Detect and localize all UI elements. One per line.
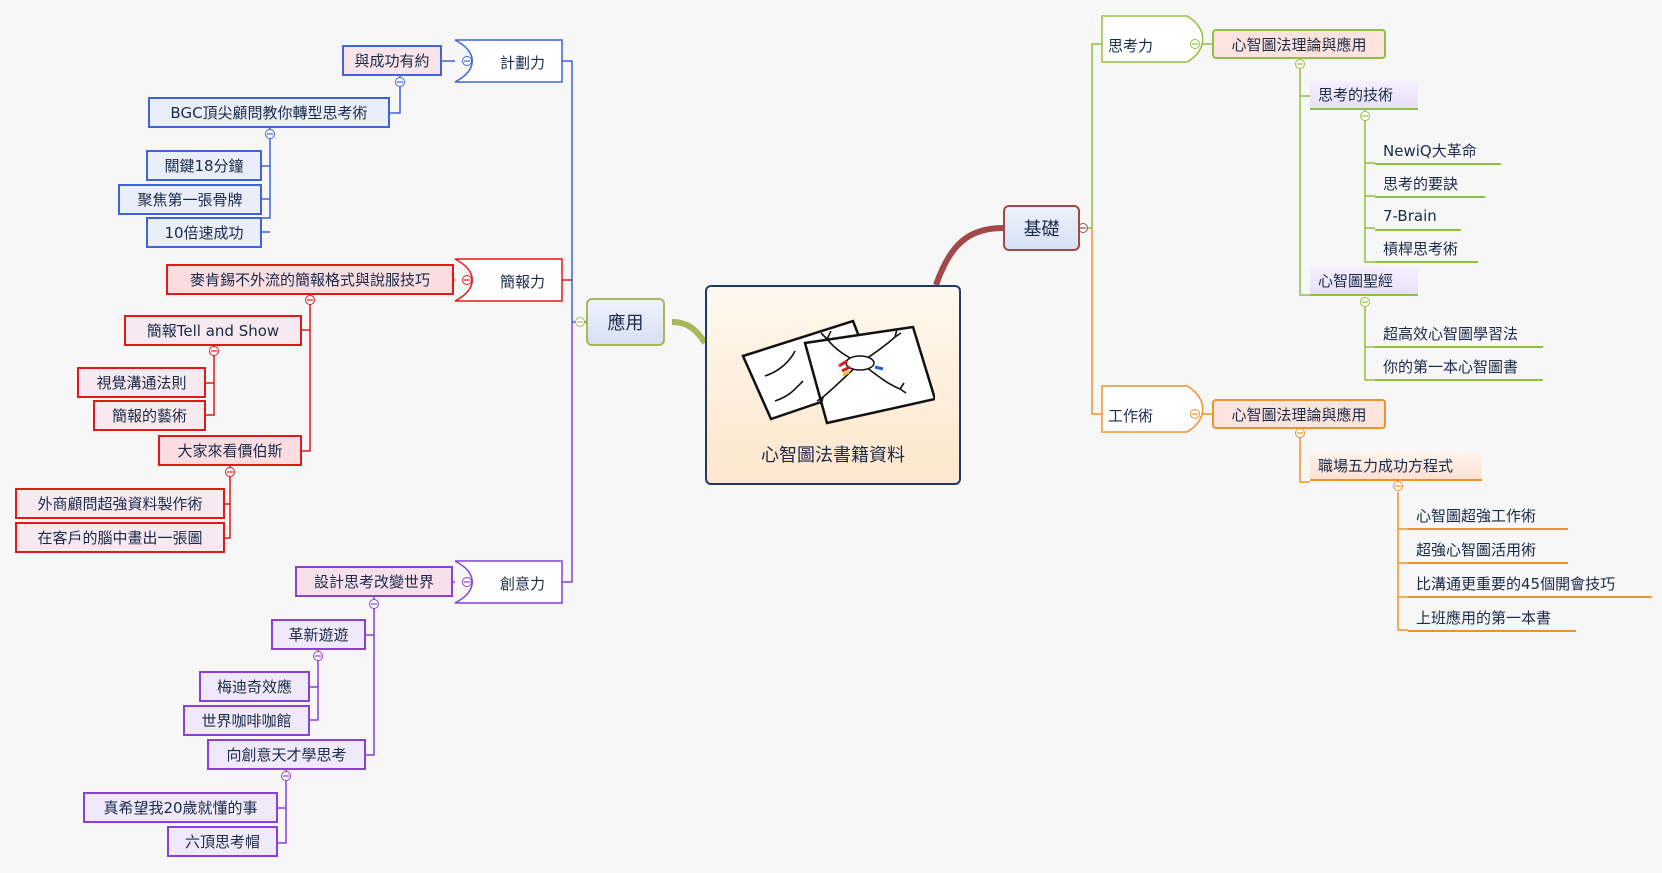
central-topic[interactable]: 心智圖法書籍資料: [705, 285, 961, 485]
book-label: 比溝通更重要的45個開會技巧: [1416, 574, 1616, 593]
book-label: 與成功有約: [354, 52, 430, 70]
book-label: 超強心智圖活用術: [1416, 540, 1537, 559]
central-topic-label: 心智圖法書籍資料: [761, 445, 905, 466]
book-label: 7-Brain: [1383, 207, 1437, 225]
book-label: 簡報的藝術: [111, 407, 187, 425]
book-label: 外商顧問超強資料製作術: [37, 495, 203, 513]
book-label: 視覺溝通法則: [96, 374, 187, 392]
book-label: BGC頂尖顧問教你轉型思考術: [170, 104, 368, 122]
book-node[interactable]: 世界咖啡咖館: [183, 705, 310, 736]
book-node[interactable]: 超高效心智圖學習法: [1375, 320, 1543, 348]
book-label: 設計思考改變世界: [313, 573, 434, 591]
book-node[interactable]: 聚焦第一張骨牌: [118, 184, 262, 215]
category-node[interactable]: 思考的技術: [1310, 81, 1418, 110]
book-node[interactable]: 設計思考改變世界: [295, 566, 453, 597]
book-label: 世界咖啡咖館: [201, 712, 292, 730]
topic-application-label: 應用: [607, 313, 644, 334]
category-node[interactable]: 心智圖聖經: [1310, 267, 1418, 296]
book-node[interactable]: 與成功有約: [342, 45, 442, 76]
book-label: 10倍速成功: [164, 224, 244, 242]
book-node[interactable]: NewiQ大革命: [1375, 137, 1501, 165]
book-node[interactable]: 心智圖超強工作術: [1408, 502, 1568, 530]
book-node[interactable]: 超強心智圖活用術: [1408, 536, 1568, 564]
book-node[interactable]: 簡報Tell and Show: [124, 315, 302, 346]
book-label: 你的第一本心智圖書: [1383, 357, 1519, 376]
topic-foundation-label: 基礎: [1023, 219, 1060, 240]
category-label: 思考的技術: [1318, 86, 1394, 104]
subtopic-thinking[interactable]: 思考力: [1108, 37, 1154, 55]
book-label: 心智圖法理論與應用: [1231, 405, 1367, 424]
book-label: 關鍵18分鐘: [164, 157, 244, 175]
book-node[interactable]: 簡報的藝術: [93, 400, 206, 431]
book-label: 超高效心智圖學習法: [1383, 324, 1519, 343]
book-label: 革新遊遊: [288, 626, 349, 644]
book-node[interactable]: 向創意天才學思考: [207, 739, 366, 770]
book-node[interactable]: 10倍速成功: [146, 217, 262, 248]
book-node[interactable]: 革新遊遊: [271, 619, 366, 650]
book-node[interactable]: 梅迪奇效應: [199, 671, 310, 702]
book-label: 大家來看價伯斯: [177, 442, 283, 460]
topic-application[interactable]: 應用: [586, 298, 665, 346]
book-label: 槓桿思考術: [1383, 239, 1459, 258]
category-label: 心智圖聖經: [1318, 272, 1394, 290]
book-node[interactable]: 上班應用的第一本書: [1408, 604, 1576, 632]
book-node[interactable]: 關鍵18分鐘: [146, 150, 262, 181]
book-label: 心智圖超強工作術: [1416, 506, 1537, 525]
book-node[interactable]: 六頂思考帽: [167, 826, 278, 857]
book-label: NewiQ大革命: [1383, 141, 1477, 160]
book-node[interactable]: 槓桿思考術: [1375, 235, 1478, 263]
subtopic-presentation[interactable]: 簡報力: [500, 273, 546, 291]
book-node[interactable]: 麥肯錫不外流的簡報格式與說服技巧: [166, 264, 454, 295]
subtopic-planning[interactable]: 計劃力: [500, 54, 546, 72]
book-label: 心智圖法理論與應用: [1231, 35, 1367, 54]
creativity-shape: [454, 560, 563, 604]
book-label: 梅迪奇效應: [216, 678, 292, 696]
category-node[interactable]: 職場五力成功方程式: [1310, 452, 1482, 481]
book-node[interactable]: 真希望我20歲就懂的事: [83, 792, 278, 823]
book-label: 思考的要訣: [1383, 174, 1459, 193]
book-node[interactable]: 在客戶的腦中畫出一張圖: [15, 522, 225, 553]
book-label: 麥肯錫不外流的簡報格式與說服技巧: [189, 271, 430, 289]
book-label: 向創意天才學思考: [226, 746, 347, 764]
thinking-shape: [1101, 15, 1204, 63]
subtopic-work[interactable]: 工作術: [1108, 407, 1154, 425]
category-label: 職場五力成功方程式: [1318, 457, 1454, 475]
book-node[interactable]: 心智圖法理論與應用: [1212, 29, 1386, 59]
book-node[interactable]: 7-Brain: [1375, 203, 1461, 231]
book-label: 在客戶的腦中畫出一張圖: [37, 529, 203, 547]
book-node[interactable]: 你的第一本心智圖書: [1375, 353, 1543, 381]
book-label: 聚焦第一張骨牌: [137, 191, 243, 209]
book-label: 真希望我20歲就懂的事: [103, 799, 258, 817]
book-label: 簡報Tell and Show: [146, 322, 280, 340]
mindmap-paper-icon: [741, 319, 935, 425]
book-node[interactable]: 大家來看價伯斯: [158, 435, 302, 466]
planning-shape: [454, 39, 563, 83]
presentation-shape: [454, 258, 563, 302]
book-label: 上班應用的第一本書: [1416, 608, 1552, 627]
book-node[interactable]: 外商顧問超強資料製作術: [15, 488, 225, 519]
work-shape: [1101, 385, 1204, 433]
topic-foundation[interactable]: 基礎: [1003, 205, 1080, 251]
book-node[interactable]: 心智圖法理論與應用: [1212, 399, 1386, 429]
book-node[interactable]: 視覺溝通法則: [77, 367, 206, 398]
subtopic-creativity[interactable]: 創意力: [500, 575, 546, 593]
book-node[interactable]: 思考的要訣: [1375, 170, 1485, 198]
book-node[interactable]: BGC頂尖顧問教你轉型思考術: [148, 97, 390, 128]
book-node[interactable]: 比溝通更重要的45個開會技巧: [1408, 570, 1652, 598]
book-label: 六頂思考帽: [184, 833, 260, 851]
